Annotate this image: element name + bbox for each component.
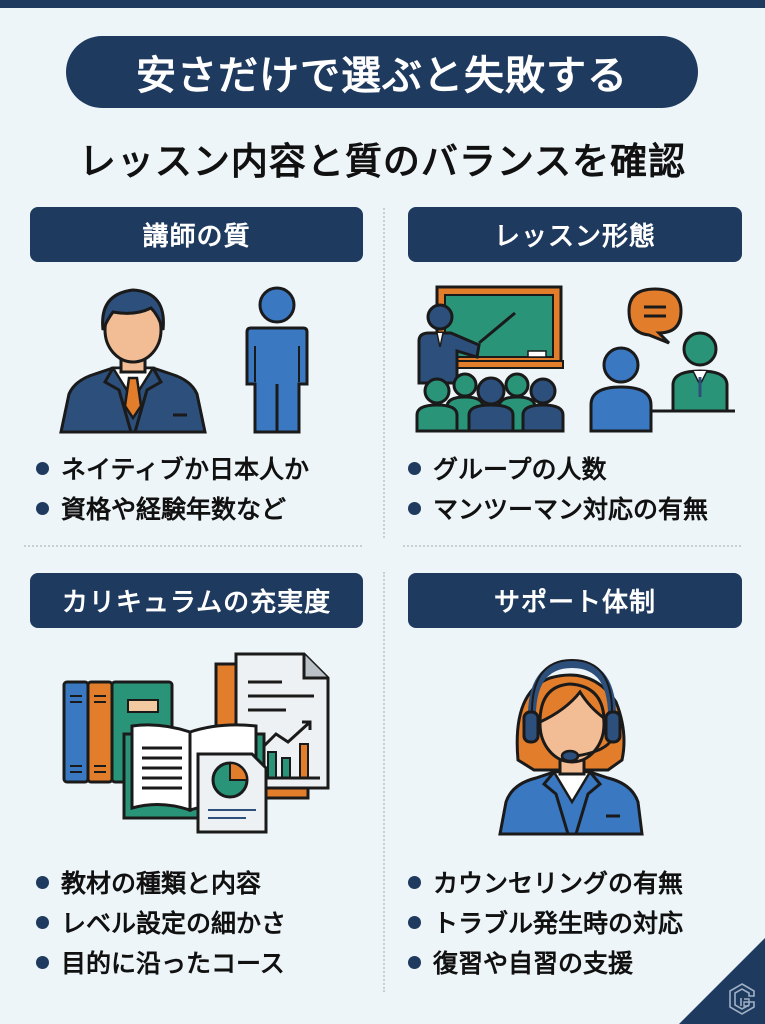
horizontal-divider-left [24, 545, 362, 547]
bullet-dot-icon [36, 461, 49, 475]
bullet-list: ネイティブか日本人か 資格や経験年数など [36, 448, 309, 528]
bullet-item: 資格や経験年数など [36, 488, 309, 528]
section-header: 講師の質 [30, 207, 363, 262]
bullet-dot-icon [408, 955, 421, 969]
subtitle: レッスン内容と質のバランスを確認 [78, 140, 687, 183]
bullet-item: トラブル発生時の対応 [408, 902, 683, 942]
bullet-item: 教材の種類と内容 [36, 862, 286, 902]
bullet-dot-icon [36, 875, 49, 889]
bullet-item: マンツーマン対応の有無 [408, 488, 708, 528]
bullet-list: 教材の種類と内容 レベル設定の細かさ 目的に沿ったコース [36, 862, 286, 982]
main-title-banner: 安さだけで選ぶと失敗する [66, 36, 698, 108]
section-header: レッスン形態 [408, 207, 742, 262]
bullet-dot-icon [36, 915, 49, 929]
vertical-divider-top [383, 208, 385, 538]
main-title: 安さだけで選ぶと失敗する [136, 53, 628, 99]
section-header: カリキュラムの充実度 [30, 573, 363, 628]
bullet-item: グループの人数 [408, 448, 708, 488]
bullet-dot-icon [408, 915, 421, 929]
section-title: カリキュラムの充実度 [61, 588, 332, 618]
bullet-list: カウンセリングの有無 トラブル発生時の対応 復習や自習の支援 [408, 862, 683, 982]
brand-logo-icon [729, 983, 755, 1015]
support-operator-headset-icon [498, 658, 644, 836]
bullet-item: 目的に沿ったコース [36, 942, 286, 982]
section-title: サポート体制 [493, 588, 656, 618]
textbooks-and-documents-icon [62, 652, 330, 834]
bullet-dot-icon [408, 875, 421, 889]
bullet-item: 復習や自習の支援 [408, 942, 683, 982]
section-header: サポート体制 [408, 573, 742, 628]
vertical-divider-bottom [383, 572, 385, 992]
horizontal-divider-right [403, 545, 741, 547]
bullet-dot-icon [36, 501, 49, 515]
bullet-dot-icon [36, 955, 49, 969]
teacher-native-vs-japanese-icon [59, 286, 309, 434]
bullet-item: カウンセリングの有無 [408, 862, 683, 902]
section-title: 講師の質 [142, 222, 251, 252]
bullet-item: ネイティブか日本人か [36, 448, 309, 488]
bullet-dot-icon [408, 461, 421, 475]
bullet-dot-icon [408, 501, 421, 515]
bullet-list: グループの人数 マンツーマン対応の有無 [408, 448, 708, 528]
bullet-item: レベル設定の細かさ [36, 902, 286, 942]
section-title: レッスン形態 [493, 222, 656, 252]
group-vs-one-on-one-icon [415, 285, 735, 433]
top-accent-bar [0, 0, 765, 8]
